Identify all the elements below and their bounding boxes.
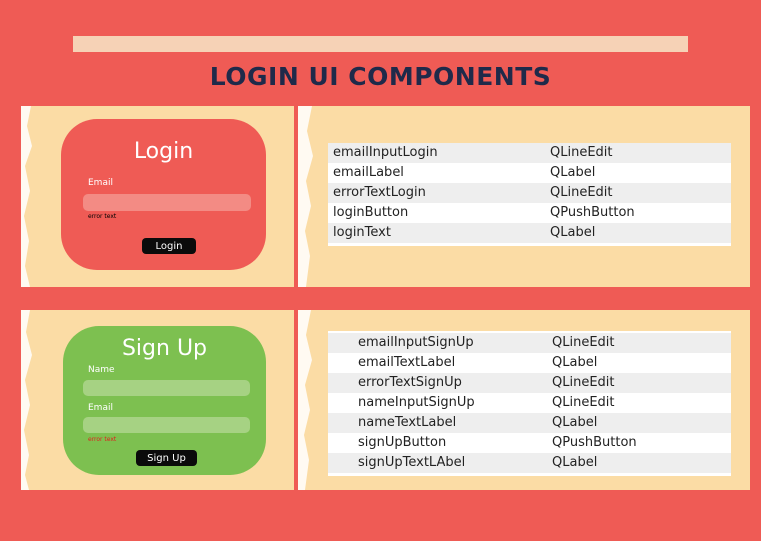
torn-paper-edge <box>21 106 32 287</box>
page-title: LOGIN UI COMPONENTS <box>209 62 552 91</box>
object-name-cell: signUpButton <box>358 435 447 450</box>
table-row: signUpTextLAbel QLabel <box>328 453 731 473</box>
login-title: Login <box>133 139 194 164</box>
name-input[interactable] <box>83 380 250 396</box>
torn-paper-edge <box>21 310 32 490</box>
table-row: emailInputLogin QLineEdit <box>328 143 731 163</box>
object-name-cell: errorTextLogin <box>333 185 426 200</box>
object-name-cell: nameInputSignUp <box>358 395 475 410</box>
table-row: loginButton QPushButton <box>328 203 731 223</box>
table-row: errorTextSignUp QLineEdit <box>328 373 731 393</box>
table-row: signUpButton QPushButton <box>328 433 731 453</box>
login-preview-panel: Login Email error text Login <box>21 106 294 287</box>
table-row: emailTextLabel QLabel <box>328 353 731 373</box>
signup-card: Sign Up Name Email error text Sign Up <box>63 326 266 475</box>
email-label: Email <box>88 403 113 413</box>
widget-type-cell: QLineEdit <box>550 145 613 160</box>
login-card: Login Email error text Login <box>61 119 266 270</box>
torn-paper-edge <box>298 310 312 490</box>
error-text: error text <box>88 213 117 220</box>
torn-paper-edge <box>298 106 313 287</box>
widget-type-cell: QLabel <box>552 355 598 370</box>
signup-title: Sign Up <box>121 336 208 361</box>
object-name-cell: emailLabel <box>333 165 404 180</box>
object-name-cell: emailInputSignUp <box>358 335 474 350</box>
top-banner-bar <box>73 36 688 52</box>
widget-type-cell: QPushButton <box>552 435 637 450</box>
table-row: emailInputSignUp QLineEdit <box>328 333 731 353</box>
object-name-cell: emailInputLogin <box>333 145 438 160</box>
email-input[interactable] <box>83 194 251 211</box>
table-row: nameTextLabel QLabel <box>328 413 731 433</box>
signup-button[interactable]: Sign Up <box>136 450 197 466</box>
name-label: Name <box>88 365 115 375</box>
object-name-cell: signUpTextLAbel <box>358 455 466 470</box>
object-name-cell: loginText <box>333 225 391 240</box>
widget-type-cell: QLineEdit <box>552 335 615 350</box>
object-name-cell: loginButton <box>333 205 409 220</box>
object-name-cell: nameTextLabel <box>358 415 457 430</box>
email-label: Email <box>88 178 113 188</box>
widget-type-cell: QLineEdit <box>550 185 613 200</box>
signup-preview-panel: Sign Up Name Email error text Sign Up <box>21 310 294 490</box>
error-text: error text <box>88 436 117 443</box>
object-name-cell: emailTextLabel <box>358 355 456 370</box>
table-row: nameInputSignUp QLineEdit <box>328 393 731 413</box>
widget-type-cell: QLabel <box>550 225 596 240</box>
table-row: errorTextLogin QLineEdit <box>328 183 731 203</box>
email-input[interactable] <box>83 417 250 433</box>
widget-type-cell: QLabel <box>550 165 596 180</box>
widget-type-cell: QLineEdit <box>552 375 615 390</box>
widget-type-cell: QLabel <box>552 455 598 470</box>
widget-type-cell: QLabel <box>552 415 598 430</box>
widget-type-cell: QLineEdit <box>552 395 615 410</box>
object-name-cell: errorTextSignUp <box>358 375 462 390</box>
login-button[interactable]: Login <box>142 238 196 254</box>
widget-type-cell: QPushButton <box>550 205 635 220</box>
table-row: emailLabel QLabel <box>328 163 731 183</box>
table-row: loginText QLabel <box>328 223 731 243</box>
